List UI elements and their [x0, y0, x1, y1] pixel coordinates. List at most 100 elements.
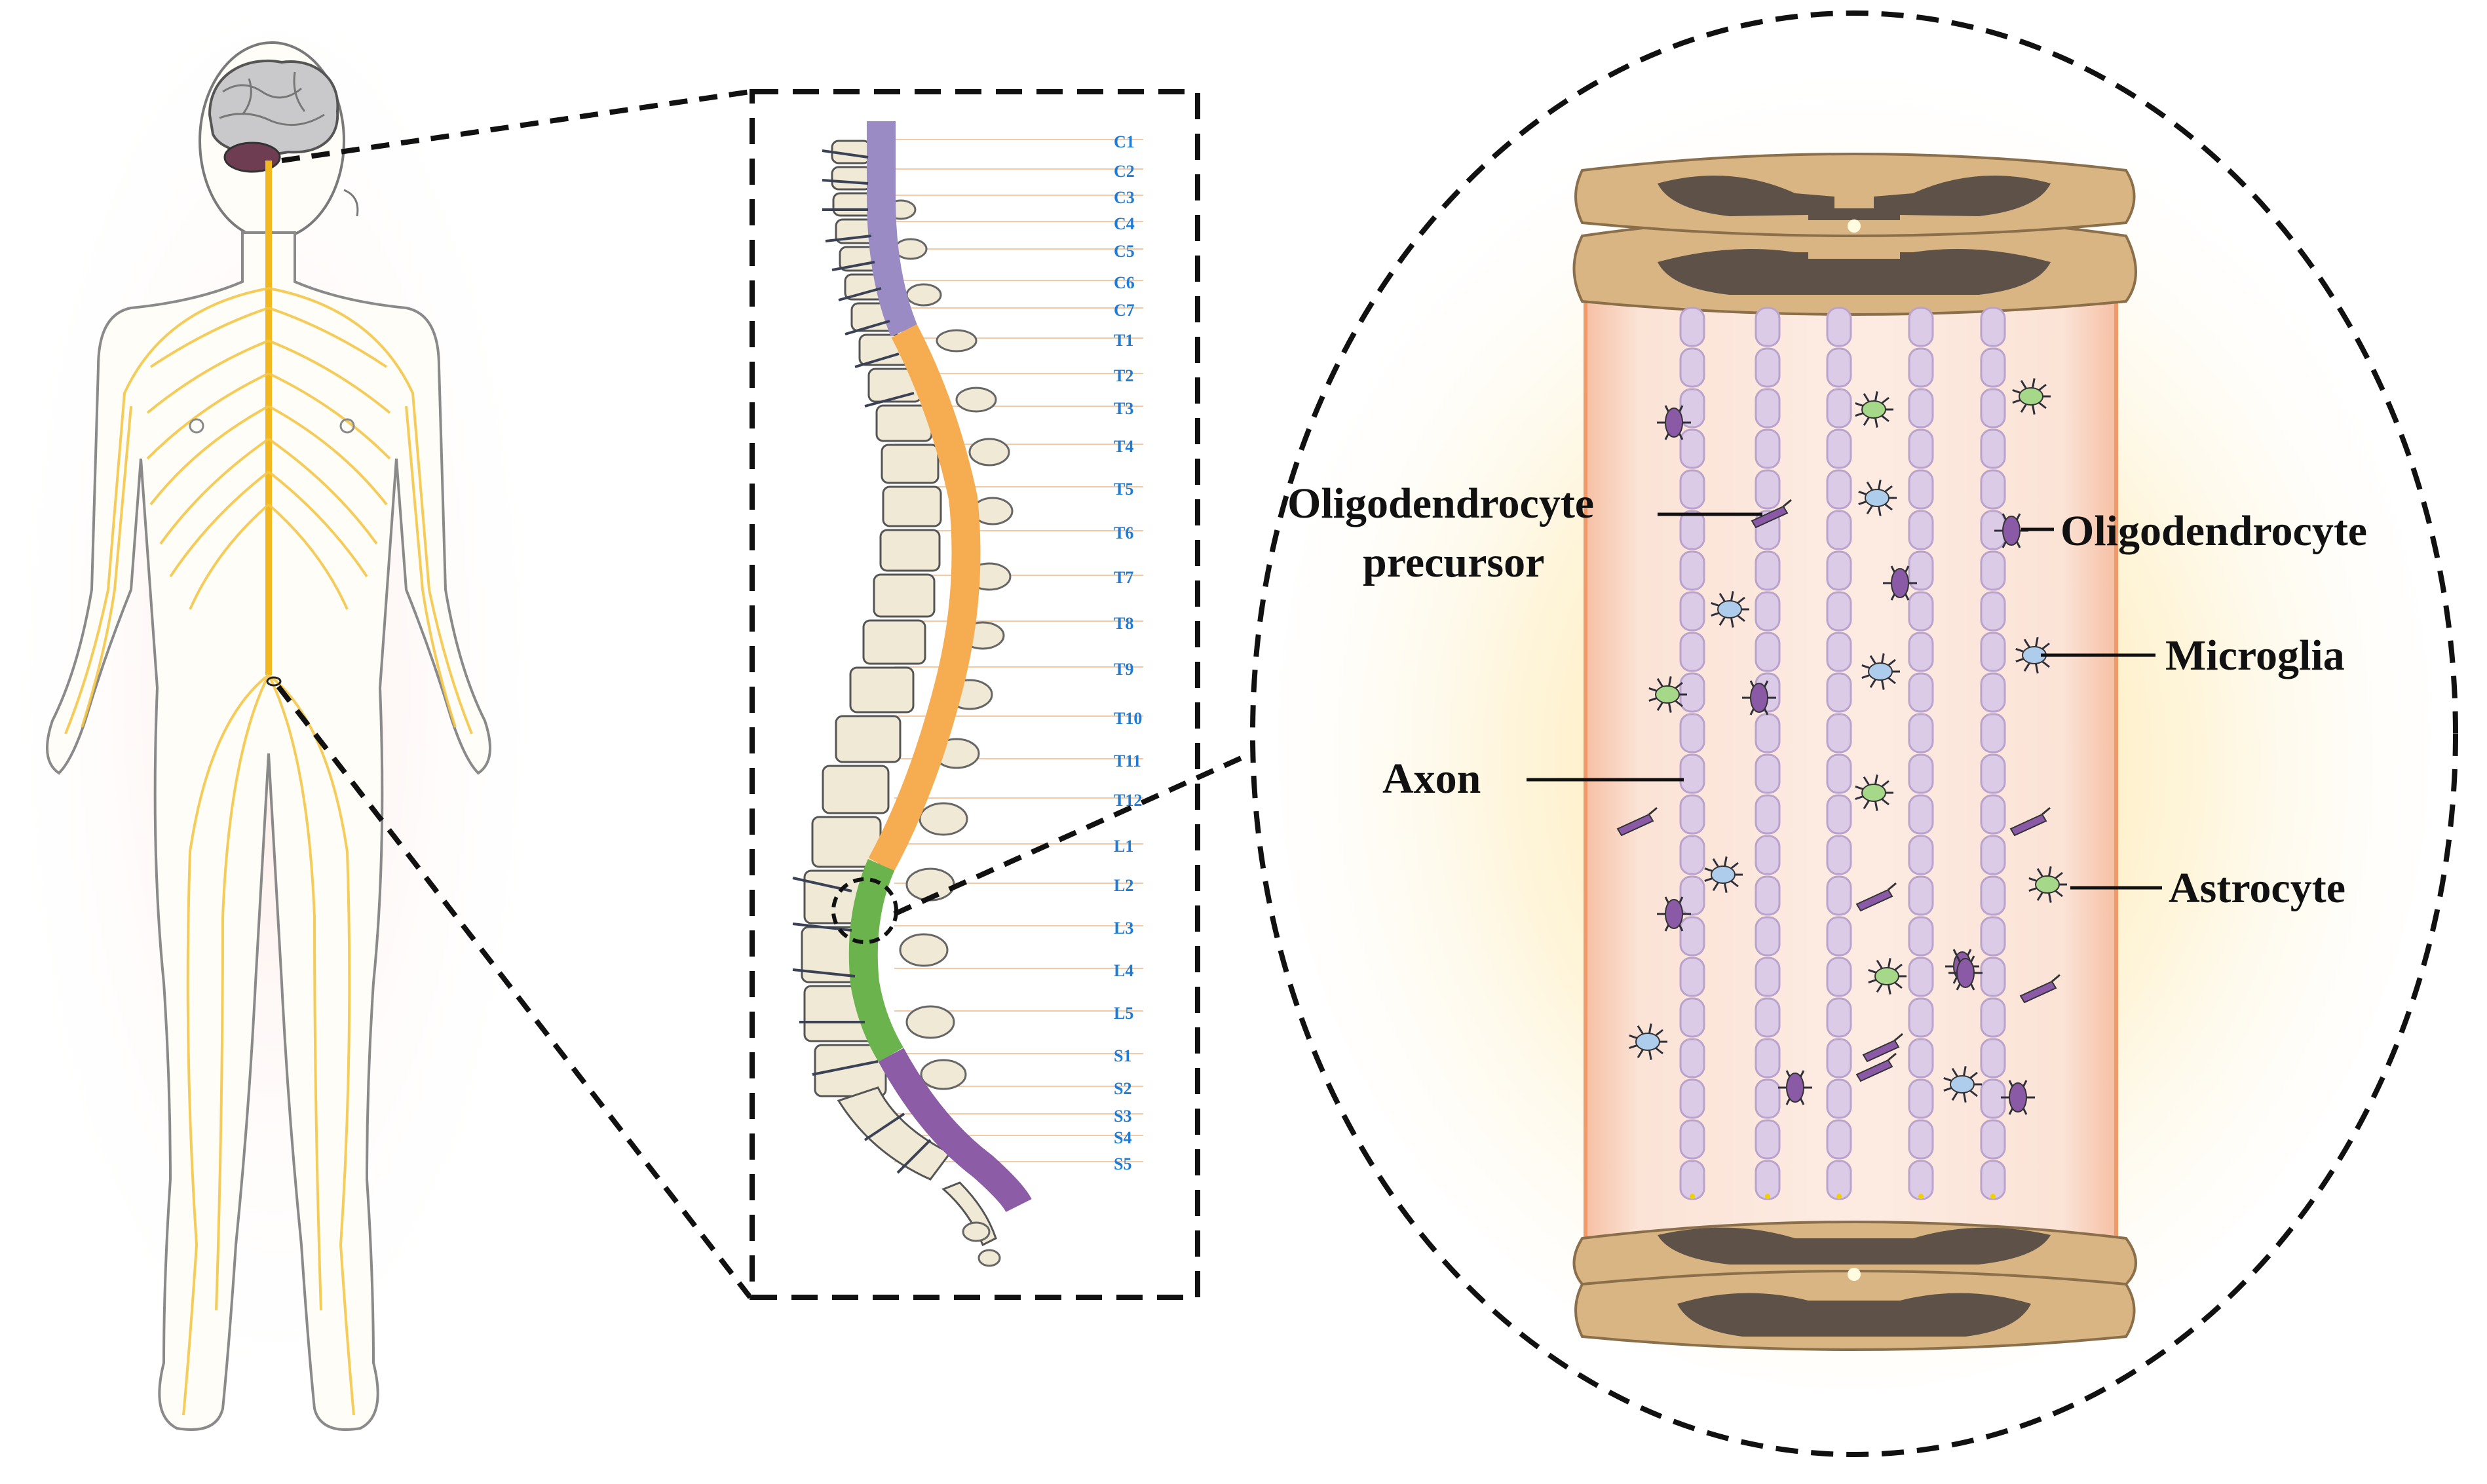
vertebra-label-l5: L5: [1114, 1004, 1133, 1023]
gray-matter-top: [1658, 176, 2051, 220]
myelin-segment: [1980, 672, 2006, 713]
vertebra-label-s1: S1: [1114, 1046, 1131, 1065]
astrocyte-cell: [1855, 774, 1893, 811]
myelin-segment: [1908, 916, 1934, 957]
vertebra-label-c7: C7: [1114, 301, 1135, 320]
magnified-circle: [1250, 10, 2458, 1457]
myelin-segment: [1679, 835, 1705, 875]
axon-fibers: [1679, 307, 2006, 1200]
myelin-segment: [1980, 875, 2006, 916]
opc-cell: [1862, 1033, 1903, 1063]
opc-cell: [1855, 882, 1897, 912]
vertebra-label-t7: T7: [1114, 568, 1133, 587]
myelin-segment: [1908, 632, 1934, 672]
myelin-segment: [1755, 753, 1781, 794]
axon-terminal: [1918, 1194, 1924, 1199]
vertebra-label-s5: S5: [1114, 1154, 1131, 1173]
opc-cell: [2009, 807, 2051, 837]
myelin-segment: [1908, 347, 1934, 388]
microglia-cell: [1711, 591, 1749, 628]
myelin-segment: [1679, 469, 1705, 510]
myelin-segment: [1826, 550, 1852, 591]
vertebra-label-c6: C6: [1114, 273, 1135, 292]
myelin-segment: [1755, 550, 1781, 591]
myelin-segment: [1679, 347, 1705, 388]
myelin-segment: [1908, 1119, 1934, 1160]
myelin-segment: [1908, 469, 1934, 510]
thoracic-segment: [868, 324, 981, 872]
sacral-segment: [878, 1048, 1032, 1213]
myelin-segment: [1755, 794, 1781, 835]
myelin-segment: [1980, 591, 2006, 632]
myelin-segment: [1755, 875, 1781, 916]
spine-panel: C1C2C3C4C5C6C7T1T2T3T4T5T6T7T8T9T10T11T1…: [750, 89, 1200, 1300]
myelin-segment: [1679, 1038, 1705, 1078]
myelin-segment: [1679, 591, 1705, 632]
myelin-segment: [1755, 835, 1781, 875]
oligodendrocyte-cell: [1948, 955, 1983, 991]
vertebra-label-l1: L1: [1114, 837, 1133, 856]
myelin-segment: [1980, 997, 2006, 1038]
glial-cells: [1616, 378, 2067, 1115]
bottom-cross-section: [1572, 1221, 2137, 1351]
microglia-cell: [1861, 653, 1900, 690]
myelin-segment: [1755, 997, 1781, 1038]
oligodendrocyte-label: Oligodendrocyte: [2060, 507, 2367, 555]
vertebra-label-l3: L3: [1114, 919, 1133, 938]
myelin-segment: [1908, 753, 1934, 794]
myelin-segment: [1980, 1078, 2006, 1119]
axon-fiber: [1679, 307, 1705, 1200]
vertebra-label-c4: C4: [1114, 214, 1135, 233]
axon-fiber: [1755, 307, 1781, 1200]
oligodendrocyte-cell: [2001, 1080, 2035, 1115]
vertebra-label-t2: T2: [1114, 366, 1133, 385]
vertebra-label-t5: T5: [1114, 480, 1133, 499]
myelin-segment: [1980, 916, 2006, 957]
myelin-segment: [1826, 632, 1852, 672]
myelin-segment: [1755, 916, 1781, 957]
microglia-cell: [1943, 1066, 1982, 1103]
myelin-segment: [1980, 388, 2006, 428]
myelin-segment: [1826, 875, 1852, 916]
microglia-cell: [1629, 1023, 1667, 1060]
myelin-segment: [1908, 997, 1934, 1038]
vertebra-label-c1: C1: [1114, 132, 1135, 151]
cell-labels: Oligodendrocyte precursor Oligodendrocyt…: [1287, 480, 2367, 912]
myelin-segment: [1755, 713, 1781, 753]
oligodendrocyte-cell: [1657, 896, 1691, 932]
lumbar-segment: [848, 859, 904, 1063]
myelin-segment: [1908, 1078, 1934, 1119]
lumbar-marker: [266, 676, 282, 687]
myelin-segment: [1980, 1038, 2006, 1078]
myelin-segment: [1980, 753, 2006, 794]
myelin-segment: [1980, 835, 2006, 875]
myelin-segment: [1826, 672, 1852, 713]
myelin-segment: [1679, 550, 1705, 591]
opc-cell: [2019, 974, 2060, 1004]
astrocyte-cell: [1868, 958, 1907, 995]
myelin-segment: [1826, 794, 1852, 835]
myelin-segment: [1980, 632, 2006, 672]
myelin-segment: [1980, 428, 2006, 469]
myelin-segment: [1980, 550, 2006, 591]
myelin-segment: [1908, 957, 1934, 997]
myelin-segment: [1980, 469, 2006, 510]
top-cross-section: [1572, 153, 2137, 316]
vertebra-label-t11: T11: [1114, 752, 1141, 771]
vertebra-label-t4: T4: [1114, 437, 1133, 456]
myelin-segment: [1826, 997, 1852, 1038]
vertebra-label-t9: T9: [1114, 660, 1133, 679]
myelin-segment: [1755, 469, 1781, 510]
myelin-segment: [1679, 632, 1705, 672]
peripheral-nerves: [64, 287, 473, 1416]
zoom-connector-2: [893, 751, 1253, 917]
microglia-label: Microglia: [2165, 632, 2345, 679]
vertebra-label-c2: C2: [1114, 162, 1135, 181]
oligodendrocyte-cell: [1994, 513, 2028, 548]
vertebra-label-l4: L4: [1114, 961, 1133, 980]
myelin-segment: [1755, 1038, 1781, 1078]
gray-matter-bottom-2: [1677, 1293, 2031, 1337]
myelin-segment: [1826, 957, 1852, 997]
gray-matter-bottom: [1658, 1227, 2051, 1265]
